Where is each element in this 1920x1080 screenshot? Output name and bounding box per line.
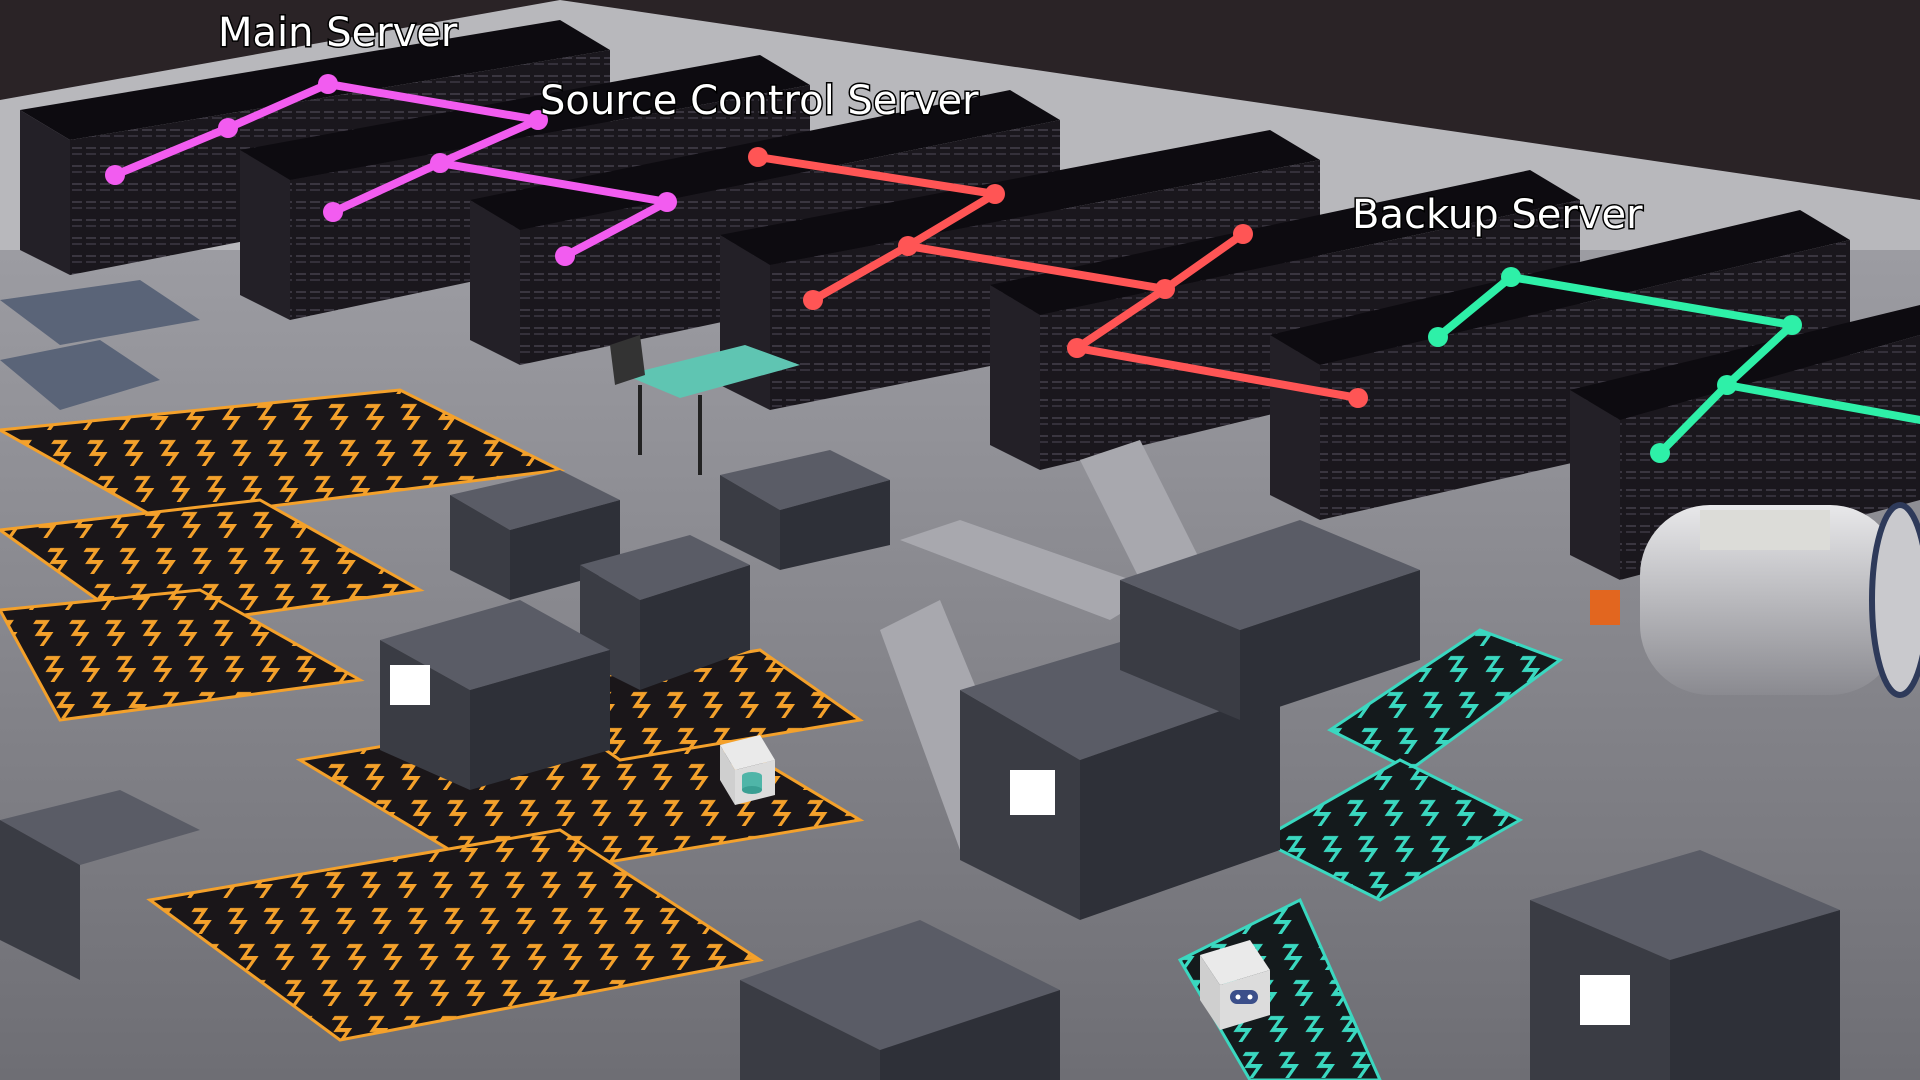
network-node xyxy=(430,153,450,173)
network-node xyxy=(1782,315,1802,335)
main-server-label: Main Server xyxy=(218,10,458,56)
machine xyxy=(1530,850,1840,1080)
machine xyxy=(720,450,890,570)
machine xyxy=(0,280,200,410)
network-node xyxy=(898,236,918,256)
gamepad-icon xyxy=(1230,990,1258,1004)
network-node xyxy=(105,165,125,185)
machine xyxy=(740,920,1060,1080)
database-icon xyxy=(742,772,762,794)
crate-gamepad xyxy=(1200,940,1270,1030)
network-node xyxy=(323,202,343,222)
network-node xyxy=(555,246,575,266)
desk xyxy=(625,345,800,475)
network-node xyxy=(803,290,823,310)
boiler-tank xyxy=(1590,502,1920,698)
network-node xyxy=(1233,224,1253,244)
network-node xyxy=(1155,279,1175,299)
network-node xyxy=(985,184,1005,204)
network-node xyxy=(218,118,238,138)
network-node xyxy=(657,192,677,212)
network-node xyxy=(1501,267,1521,287)
chair xyxy=(610,335,645,385)
conveyor-teal xyxy=(1177,628,1564,1080)
crate-database xyxy=(720,735,775,805)
conveyor-yellow xyxy=(0,388,865,1042)
network-node xyxy=(318,74,338,94)
network-node xyxy=(748,147,768,167)
backup-server-network: Backup Server xyxy=(1351,191,1920,463)
network-node xyxy=(528,110,548,130)
machine xyxy=(0,790,200,980)
machine xyxy=(1120,520,1420,720)
network-node xyxy=(1067,338,1087,358)
main-server-network: Main Server xyxy=(105,9,677,266)
machine xyxy=(380,600,610,790)
network-node xyxy=(1348,388,1368,408)
source-control-network: Source Control Server xyxy=(539,77,1368,408)
network-node xyxy=(1717,375,1737,395)
source-control-server-label: Source Control Server xyxy=(540,78,979,124)
network-node xyxy=(1428,327,1448,347)
machines xyxy=(0,280,1840,1080)
backup-server-label: Backup Server xyxy=(1352,192,1643,238)
network-node xyxy=(1650,443,1670,463)
